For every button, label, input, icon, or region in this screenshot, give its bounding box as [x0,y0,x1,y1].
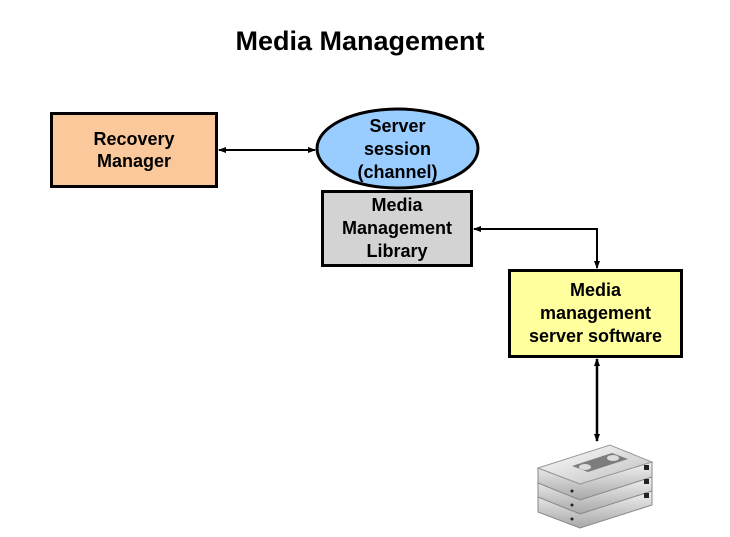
tape-storage-icon [536,444,654,529]
recovery-manager-node[interactable]: Recovery Manager [50,112,218,188]
media-management-server-software-label: Media management server software [528,280,663,346]
media-management-library-node[interactable]: Media Management Library [321,190,473,267]
server-session-ellipse [315,107,480,190]
recovery-manager-label: Recovery Manager [93,129,175,171]
media-management-library-label: Media Management Library [341,195,453,261]
server-session-label: Server session (channel) [357,116,438,182]
page-title: Media Management [235,26,485,56]
media-management-server-software-node[interactable]: Media management server software [508,269,683,358]
edge-server-software-library [473,226,600,269]
server-session-node[interactable] [315,107,480,190]
